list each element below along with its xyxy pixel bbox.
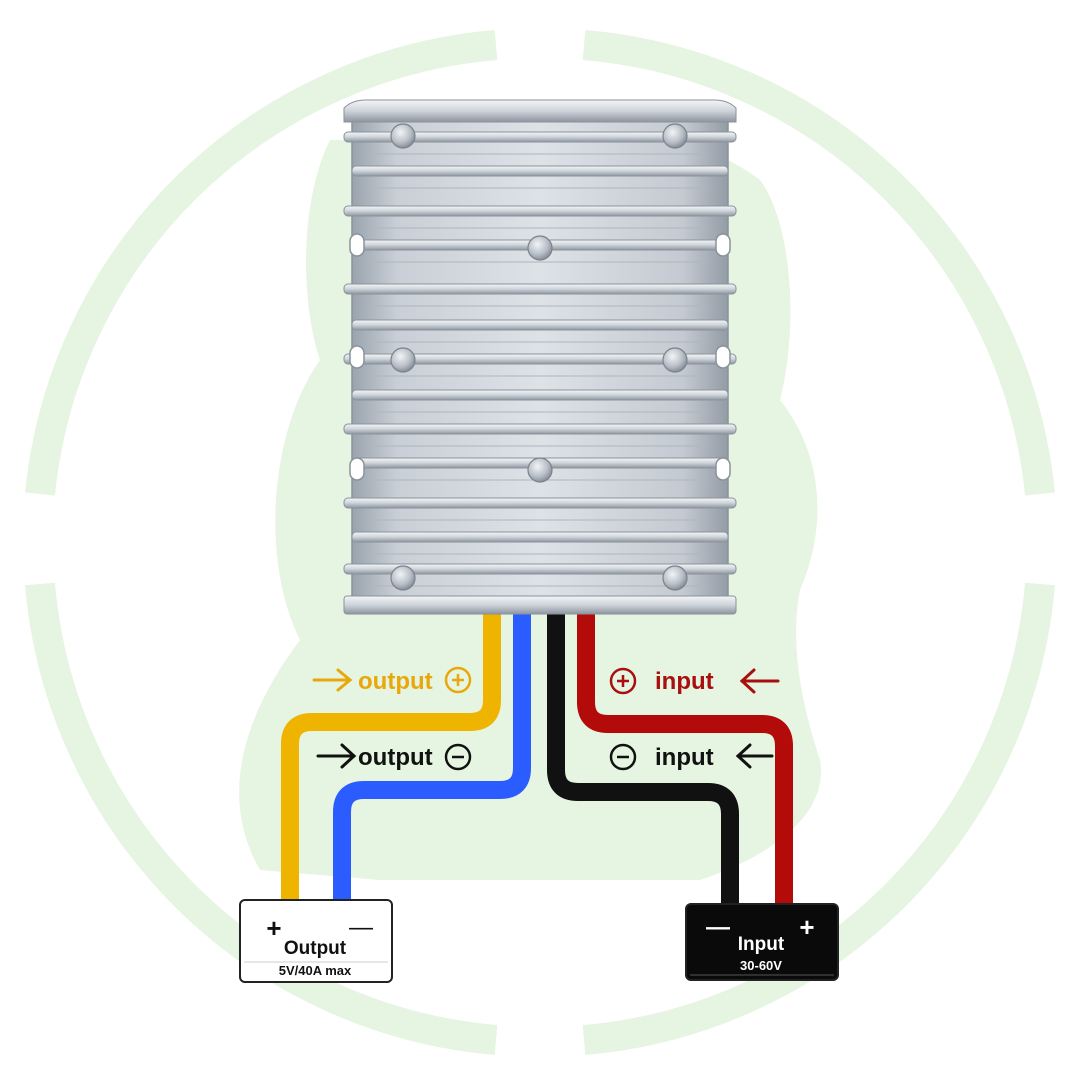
input-minus-sign: — xyxy=(706,914,730,941)
heatsink-fin xyxy=(351,389,729,401)
screw-head xyxy=(662,123,688,149)
heatsink-fins xyxy=(343,131,737,587)
output-box-spec: 5V/40A max xyxy=(279,963,352,978)
watermark-logo xyxy=(25,30,1055,1055)
input-negative-label: input xyxy=(609,743,774,771)
output-negative-text: output xyxy=(358,744,433,771)
output-negative-label: output xyxy=(316,743,472,771)
input-positive-wire xyxy=(577,612,793,906)
screw-head xyxy=(662,565,688,591)
heatsink-fin xyxy=(343,563,737,575)
input-terminal-box: — + Input 30-60V xyxy=(685,903,839,981)
output-box-title: Output xyxy=(284,938,347,959)
wires xyxy=(281,612,793,906)
minus-circle-icon xyxy=(609,743,637,771)
input-box-title: Input xyxy=(738,934,785,955)
screw-head xyxy=(390,565,416,591)
heatsink-fin xyxy=(343,353,737,365)
arrow-right-icon xyxy=(316,743,357,769)
output-plus-sign: + xyxy=(266,913,281,943)
converter-heatsink xyxy=(343,99,737,615)
input-box-spec: 30-60V xyxy=(740,958,782,973)
output-positive-text: output xyxy=(358,668,433,695)
input-plus-sign: + xyxy=(799,912,814,942)
arrow-left-icon xyxy=(735,743,774,769)
output-negative-wire xyxy=(333,612,531,902)
arrow-left-icon xyxy=(739,668,780,694)
heatsink-fin xyxy=(343,205,737,217)
screw-head xyxy=(527,235,553,261)
input-positive-text: input xyxy=(655,668,714,695)
input-positive-label: input xyxy=(609,667,780,695)
heatsink-fin xyxy=(351,319,729,331)
heatsink-fin xyxy=(351,531,729,543)
heatsink-fin xyxy=(343,283,737,295)
screw-head xyxy=(390,347,416,373)
heatsink-fin xyxy=(343,423,737,435)
input-negative-text: input xyxy=(655,744,714,771)
mounting-notches xyxy=(349,233,731,481)
output-minus-sign: — xyxy=(349,914,373,941)
heatsink-fin xyxy=(343,497,737,509)
screw-head xyxy=(390,123,416,149)
screw-head xyxy=(527,457,553,483)
output-positive-label: output xyxy=(312,666,472,695)
plus-circle-icon xyxy=(609,667,637,695)
arrow-right-icon xyxy=(312,668,353,692)
heatsink-fin xyxy=(351,165,729,177)
screw-head xyxy=(662,347,688,373)
input-negative-wire xyxy=(547,612,739,906)
plus-circle-icon xyxy=(444,666,472,694)
output-terminal-box: + — Output 5V/40A max xyxy=(239,899,393,983)
minus-circle-icon xyxy=(444,743,472,771)
heatsink-fin xyxy=(343,131,737,143)
output-positive-wire xyxy=(281,612,501,902)
mounting-screws xyxy=(390,123,688,591)
